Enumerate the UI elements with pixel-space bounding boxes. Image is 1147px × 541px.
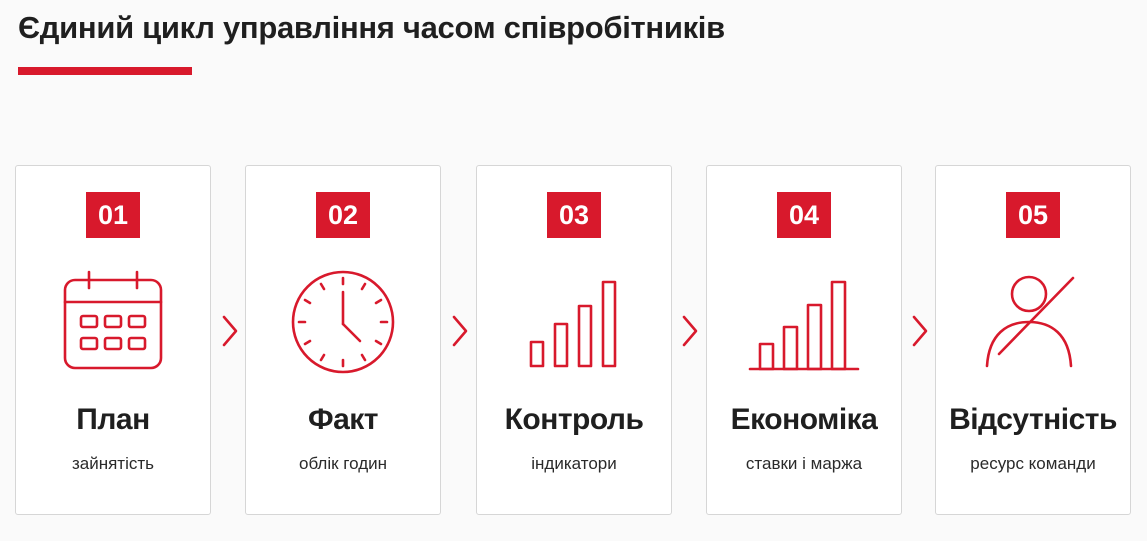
step-title: Економіка (730, 403, 878, 436)
chevron-right-icon (680, 313, 700, 349)
step-card-plan: 01 План зайнятість (15, 165, 211, 515)
step-subtitle: ставки і маржа (745, 454, 863, 473)
step-subtitle: ресурс команди (970, 454, 1096, 473)
step-number-badge: 01 (86, 192, 140, 238)
bar-chart-icon (744, 262, 864, 382)
step-card-fact: 02 Факт облік годин (245, 165, 441, 515)
step-number-badge: 02 (316, 192, 370, 238)
chevron-right-icon (910, 313, 930, 349)
step-card-control: 03 Контроль індикатори (476, 165, 672, 515)
step-number-badge: 05 (1006, 192, 1060, 238)
step-number-badge: 03 (547, 192, 601, 238)
chevron-right-icon (450, 313, 470, 349)
calendar-icon (53, 262, 173, 382)
step-subtitle: індикатори (531, 454, 617, 473)
chevron-right-icon (220, 313, 240, 349)
user-crossed-icon (973, 262, 1093, 382)
signal-bars-icon (514, 262, 634, 382)
step-subtitle: облік годин (299, 454, 387, 473)
step-title: Факт (308, 403, 379, 436)
clock-icon (283, 262, 403, 382)
step-card-economy: 04 Економіка ставки і маржа (706, 165, 902, 515)
step-title: Відсутність (949, 403, 1117, 436)
step-title: Контроль (504, 403, 644, 436)
page-title: Єдиний цикл управління часом співробітни… (18, 10, 725, 45)
step-subtitle: зайнятість (71, 454, 155, 473)
step-title: План (76, 403, 150, 436)
step-number-badge: 04 (777, 192, 831, 238)
step-card-absence: 05 Відсутність ресурс команди (935, 165, 1131, 515)
title-underline (18, 67, 192, 75)
